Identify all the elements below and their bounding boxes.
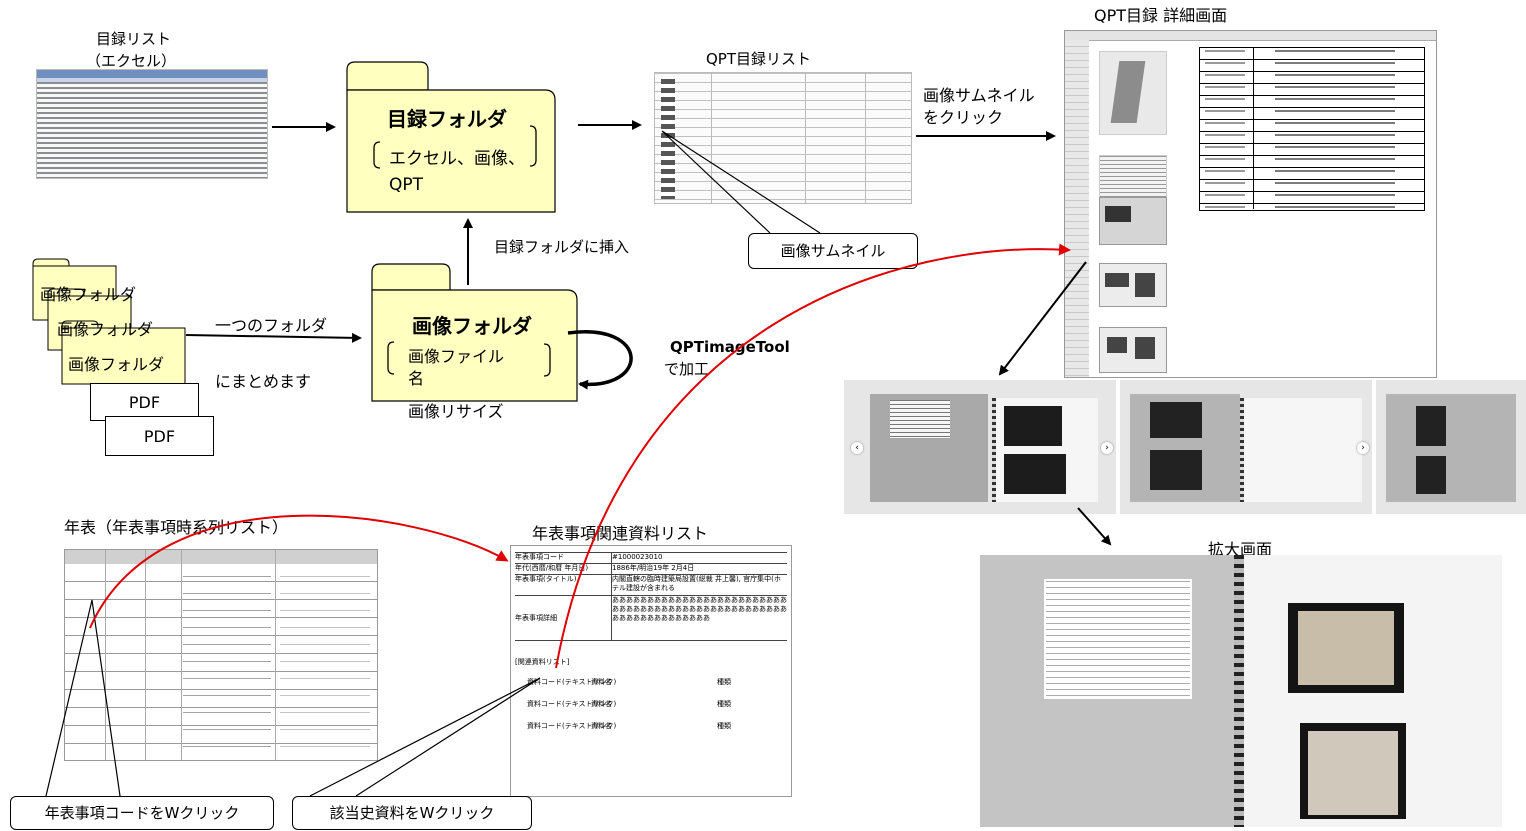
thumb-click-line1: 画像サムネイル (923, 86, 1035, 105)
related-list: 資料コード(テキストリンク) 資料名 種類 資料コード(テキストリンク) 資料名… (527, 678, 777, 744)
related-list-row[interactable]: 資料コード(テキストリンク) 資料名 種類 (527, 722, 777, 744)
related-kind: 種類 (717, 700, 731, 708)
related-val-2: 内閣直轄の臨時建築局設置(総裁 井上馨), 官庁集中(ホテル建設が含まれる (612, 575, 781, 592)
arrow-browse-to-zoom (1077, 507, 1112, 546)
excel-list-screenshot (36, 69, 268, 179)
related-key-1: 年代(西暦/和暦 年月日) (515, 564, 612, 574)
related-code-link[interactable]: 資料コード(テキストリンク) (527, 722, 617, 730)
image-folder-content: 画像ファイル名 (408, 347, 505, 388)
related-list-row[interactable]: 資料コード(テキストリンク) 資料名 種類 (527, 700, 777, 722)
zoom-title: 拡大画面 (1208, 540, 1273, 559)
qpt-detail-title: QPT目録 詳細画面 (1094, 6, 1228, 25)
qpt-detail-screenshot (1064, 30, 1437, 378)
insert-label: 目録フォルダに挿入 (494, 238, 630, 256)
related-key-3: 年表事項詳細 (515, 596, 612, 640)
related-val-0: #1000023010 (612, 553, 663, 561)
browse-image-2 (1120, 380, 1372, 514)
thumbnail-callout: 画像サムネイル (748, 233, 918, 269)
related-name: 資料名 (591, 678, 612, 686)
red-link-timeline-to-related (89, 514, 509, 629)
excel-list-title: 目録リスト (96, 30, 172, 48)
arrow-detail-to-browse (998, 261, 1087, 376)
image-folder-label-3: 画像フォルダ (68, 355, 165, 374)
timeline-callout: 年表事項コードをWクリック (10, 796, 274, 830)
related-val-1: 1886年/明治19年 2月4日 (612, 564, 695, 572)
arrow-process-loop (567, 330, 633, 390)
catalog-folder-content: エクセル、画像、QPT (389, 149, 525, 195)
related-name: 資料名 (591, 722, 612, 730)
next-arrow-icon[interactable]: › (1101, 442, 1113, 454)
related-val-3: ああああああああああああああああああああああああああああああああああああああああ… (612, 596, 787, 622)
timeline-screenshot (64, 549, 378, 761)
red-link-related-to-detail (555, 243, 1071, 669)
related-code-link[interactable]: 資料コード(テキストリンク) (527, 678, 617, 686)
image-folder-label-1: 画像フォルダ (40, 285, 137, 304)
related-kind: 種類 (717, 722, 731, 730)
merge-line2: にまとめます (215, 372, 312, 391)
related-list-title: [関連資料リスト] (515, 658, 570, 666)
pdf-box-2: PDF (105, 416, 214, 456)
image-folder-resize: 画像リサイズ (408, 402, 504, 421)
arrow-merge (185, 332, 362, 343)
related-title: 年表事項関連資料リスト (532, 524, 709, 543)
qpt-tool-suffix: で加工 (664, 360, 710, 378)
browse-image-1 (844, 380, 1116, 514)
related-sheet: 年表事項コード #1000023010 年代(西暦/和暦 年月日) 1886年/… (510, 545, 792, 797)
qpt-list-title: QPT目録リスト (706, 50, 812, 68)
related-key-0: 年表事項コード (515, 553, 612, 563)
catalog-folder-title: 目録フォルダ (387, 107, 507, 131)
next-arrow-icon-2[interactable]: › (1357, 442, 1369, 454)
image-folder-title: 画像フォルダ (412, 314, 532, 338)
related-table: 年表事項コード #1000023010 年代(西暦/和暦 年月日) 1886年/… (515, 552, 787, 641)
thumbnail-callout-pointer (661, 130, 821, 234)
zoom-screenshot (980, 555, 1502, 827)
related-callout-pointer (309, 677, 541, 797)
merge-line1: 一つのフォルダ (215, 316, 328, 335)
prev-arrow-icon[interactable]: ‹ (851, 442, 863, 454)
qpt-list-screenshot (654, 72, 912, 204)
excel-list-subtitle: （エクセル） (86, 52, 177, 70)
thumb-click-line2: をクリック (923, 108, 1004, 127)
pdf-box-1: PDF (90, 383, 199, 421)
related-code-link[interactable]: 資料コード(テキストリンク) (527, 700, 617, 708)
qpt-tool-name: QPTimageTool (670, 338, 790, 356)
timeline-callout-pointer (45, 599, 121, 797)
related-name: 資料名 (591, 700, 612, 708)
image-folder-label-2: 画像フォルダ (57, 320, 154, 339)
related-list-row[interactable]: 資料コード(テキストリンク) 資料名 種類 (527, 678, 777, 700)
browse-image-3 (1376, 380, 1526, 514)
related-kind: 種類 (717, 678, 731, 686)
related-key-2: 年表事項(タイトル) (515, 575, 612, 595)
related-callout: 該当史資料をWクリック (292, 796, 532, 830)
